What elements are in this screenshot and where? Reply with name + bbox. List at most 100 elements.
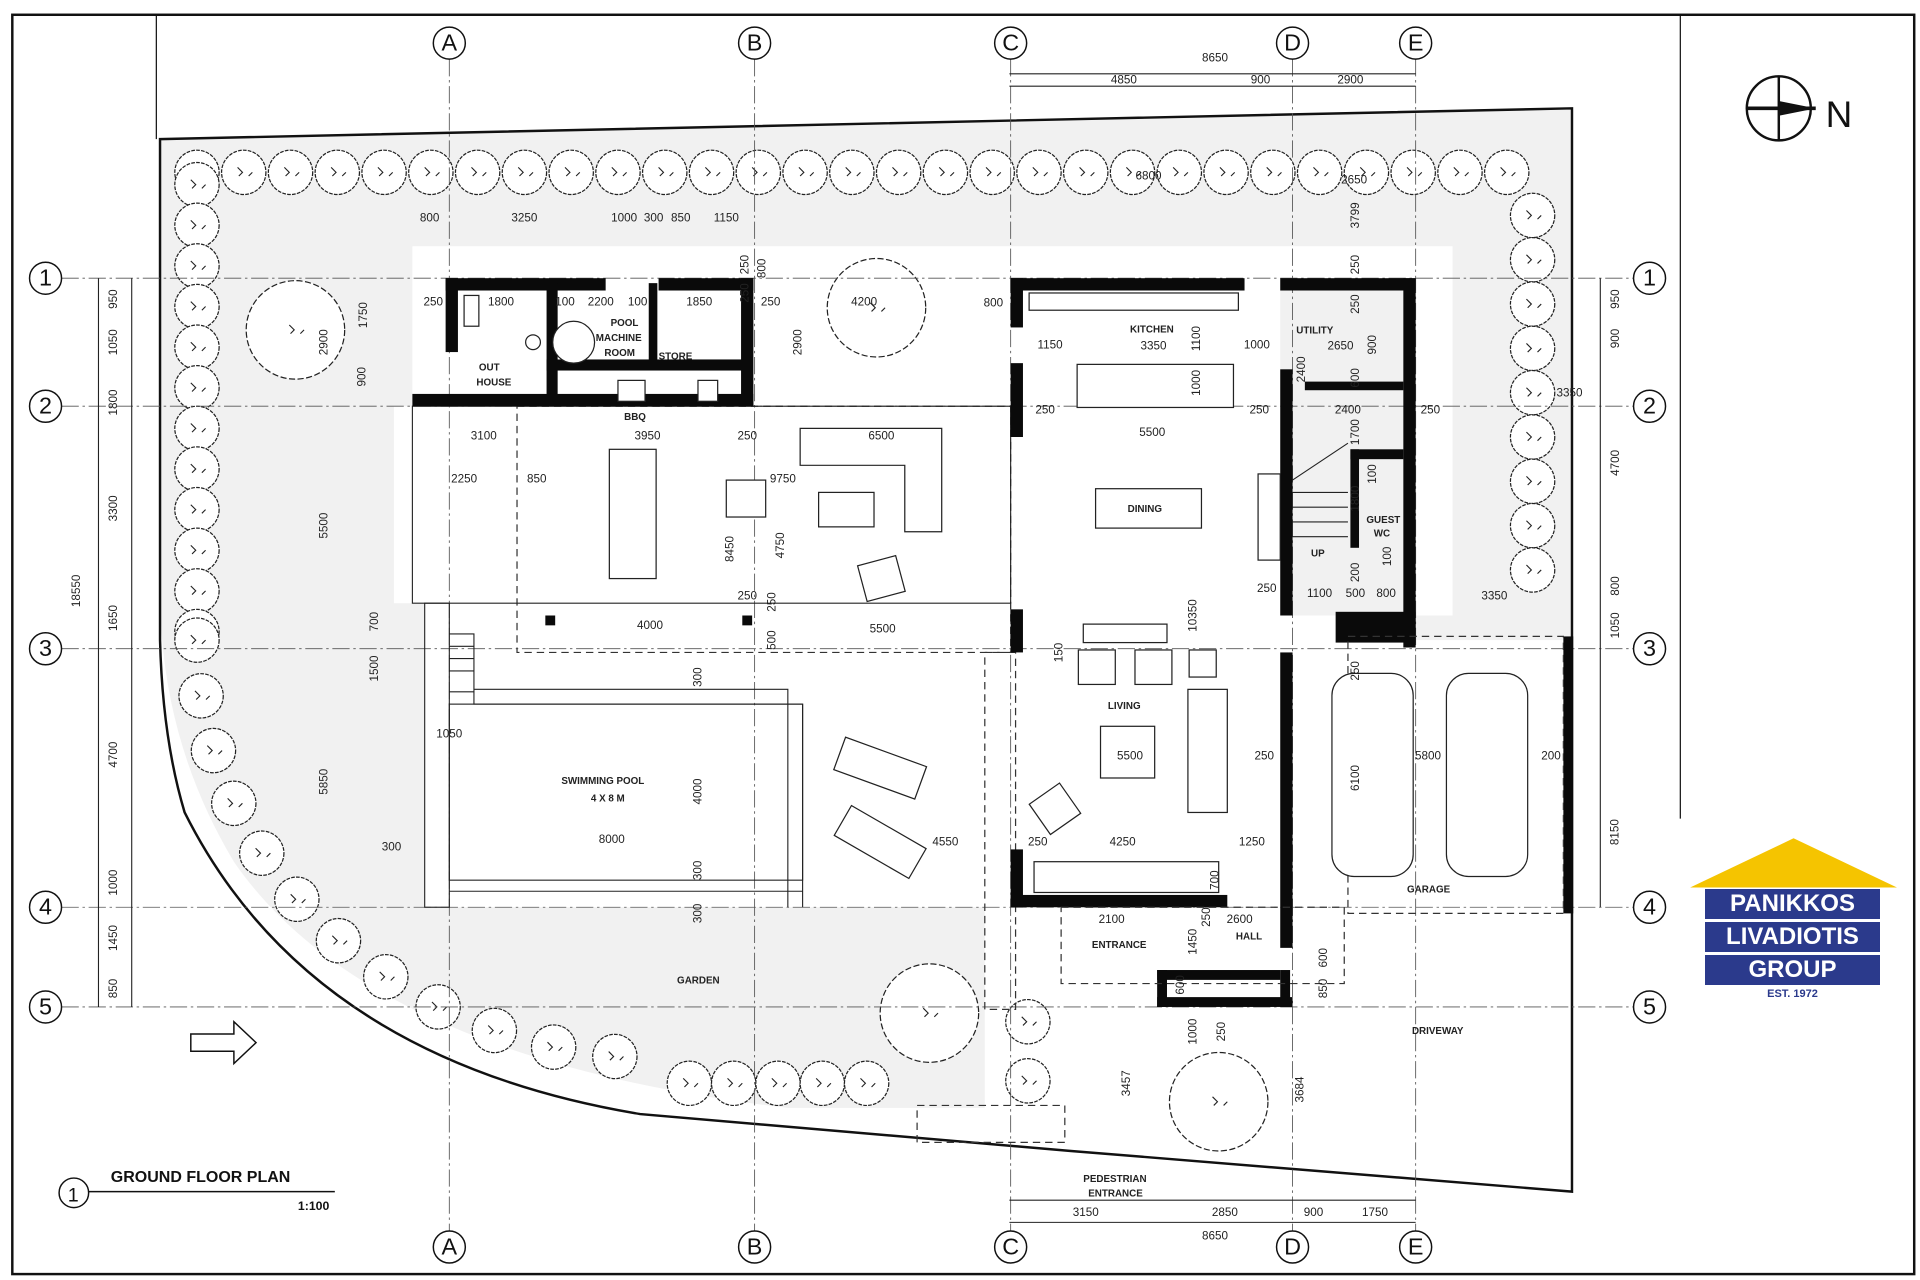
plan-scale: 1:100: [298, 1199, 330, 1213]
dimension-interior-vertical: 1500: [368, 655, 381, 682]
tree-icon: [1005, 1058, 1051, 1104]
room-label-pool-machine-2: MACHINE: [596, 333, 642, 344]
tree-icon: [843, 1060, 890, 1107]
dimension-interior-vertical: 250: [1349, 661, 1362, 681]
grid-row-label: 1: [1643, 265, 1656, 291]
dimension-interior-vertical: 4000: [692, 778, 705, 805]
dimension-interior: 1800: [488, 295, 515, 308]
dimension-right: 950: [1609, 289, 1622, 309]
grid-row-label: 4: [1643, 894, 1656, 920]
dimension-interior: 300: [382, 841, 402, 854]
room-label-pool-machine: POOL: [611, 318, 639, 329]
tree-icon: [1509, 369, 1556, 416]
tree-icon: [174, 527, 220, 574]
dimension-interior: 200: [1541, 750, 1561, 763]
tree-icon: [174, 568, 220, 614]
tree-icon: [1509, 192, 1556, 239]
dimension-left: 1450: [107, 925, 120, 952]
dimension-interior-vertical: 100: [1366, 464, 1379, 484]
tree-icon: [1156, 149, 1203, 196]
tree-icon: [1483, 149, 1530, 196]
room-label-pedestrian-entrance: ENTRANCE: [1088, 1189, 1143, 1200]
grid-bubble: [1398, 1230, 1433, 1264]
tree-icon: [548, 149, 594, 196]
dimension-left: 1800: [107, 389, 120, 416]
dimension-interior-vertical: 800: [756, 258, 769, 278]
dimension-interior: 250: [737, 589, 757, 602]
dimension-interior: 500: [1346, 587, 1366, 600]
tree-icon: [641, 149, 688, 196]
dimension-left: 850: [107, 978, 120, 998]
pathway-outline: [984, 651, 1017, 1011]
grid-column-label: C: [1002, 29, 1019, 55]
dimension-interior-vertical: 200: [1349, 562, 1362, 582]
dimension-outhouse-top: 1000: [611, 212, 638, 225]
dimension-interior-vertical: 2400: [1295, 356, 1308, 383]
tree-icon: [1343, 149, 1390, 196]
pool-steps: [449, 633, 475, 693]
dimension-interior-vertical: 900: [1366, 334, 1379, 354]
tree-icon: [1005, 998, 1051, 1045]
grid-column-label: E: [1408, 29, 1424, 55]
dimension-right: 8150: [1609, 819, 1622, 846]
tree-icon: [178, 673, 224, 719]
planter-outline: [916, 1104, 1066, 1143]
tree-icon: [211, 780, 257, 827]
dimension-interior: 250: [1028, 836, 1048, 849]
dimension-interior-vertical: 8450: [724, 536, 737, 563]
room-label-store: STORE: [659, 351, 693, 362]
tree-icon: [1437, 149, 1483, 196]
tree-icon: [174, 617, 220, 663]
dimension-interior: 2600: [1227, 913, 1254, 926]
grid-bubble: [1632, 389, 1667, 423]
dimension-interior-vertical: 250: [766, 592, 779, 612]
grid-bubble: [432, 1230, 467, 1264]
drawing-frame: [11, 13, 1916, 1276]
room-label-pedestrian: PEDESTRIAN: [1083, 1174, 1146, 1185]
tree-icon: [1250, 149, 1296, 196]
dimension-interior-vertical: 10350: [1187, 599, 1200, 632]
dimension-interior: 4250: [1110, 836, 1137, 849]
tree-icon: [174, 161, 220, 208]
tree-icon: [1203, 149, 1249, 196]
dimension-bottom: 1750: [1362, 1206, 1389, 1219]
dimension-interior-vertical: 250: [1200, 907, 1213, 927]
dimension-outhouse-top: 3250: [511, 212, 538, 225]
dimension-interior: 2100: [1099, 913, 1126, 926]
dimension-interior-vertical: 1100: [1190, 325, 1203, 351]
tree-icon: [1509, 458, 1556, 505]
grid-row-label: 5: [39, 993, 52, 1019]
dimension-interior-vertical: 250: [738, 283, 751, 303]
tree-icon: [1509, 547, 1556, 593]
tree-icon: [530, 1024, 577, 1070]
dimension-interior: 3350: [1557, 386, 1584, 399]
tree-icon: [735, 149, 782, 196]
dimension-interior-vertical: 4750: [774, 532, 787, 559]
dimension-right: 1050: [1609, 612, 1622, 639]
tree-icon: [922, 149, 969, 196]
plan-title: GROUND FLOOR PLAN: [111, 1169, 291, 1186]
north-arrow-icon: [1745, 75, 1816, 142]
grid-column-label: D: [1284, 29, 1301, 55]
dimension-left: 3300: [107, 495, 120, 522]
dimension-interior: 3950: [634, 429, 661, 442]
dimension-interior-vertical: 1450: [1187, 928, 1200, 955]
dimension-interior: 1050: [436, 727, 463, 740]
dimension-interior-vertical: 700: [368, 611, 381, 631]
dimension-left: 950: [107, 289, 120, 309]
room-label-out: OUT: [479, 363, 500, 374]
tree-icon: [454, 149, 501, 196]
tree-icon: [1168, 1051, 1269, 1152]
dimension-left: 1650: [107, 604, 120, 631]
tree-icon: [1296, 149, 1343, 196]
dimension-right: 4700: [1609, 449, 1622, 476]
room-label-kitchen: KITCHEN: [1130, 324, 1174, 335]
dimension-bottom: 900: [1304, 1206, 1324, 1219]
grid-bubble: [1632, 631, 1667, 666]
terrace-column: [742, 615, 753, 626]
grid-bubble: [993, 26, 1028, 60]
dimension-interior: 3350: [1140, 340, 1167, 353]
grid-bubble: [737, 1230, 772, 1264]
dimension-interior-vertical: 1750: [357, 302, 370, 329]
